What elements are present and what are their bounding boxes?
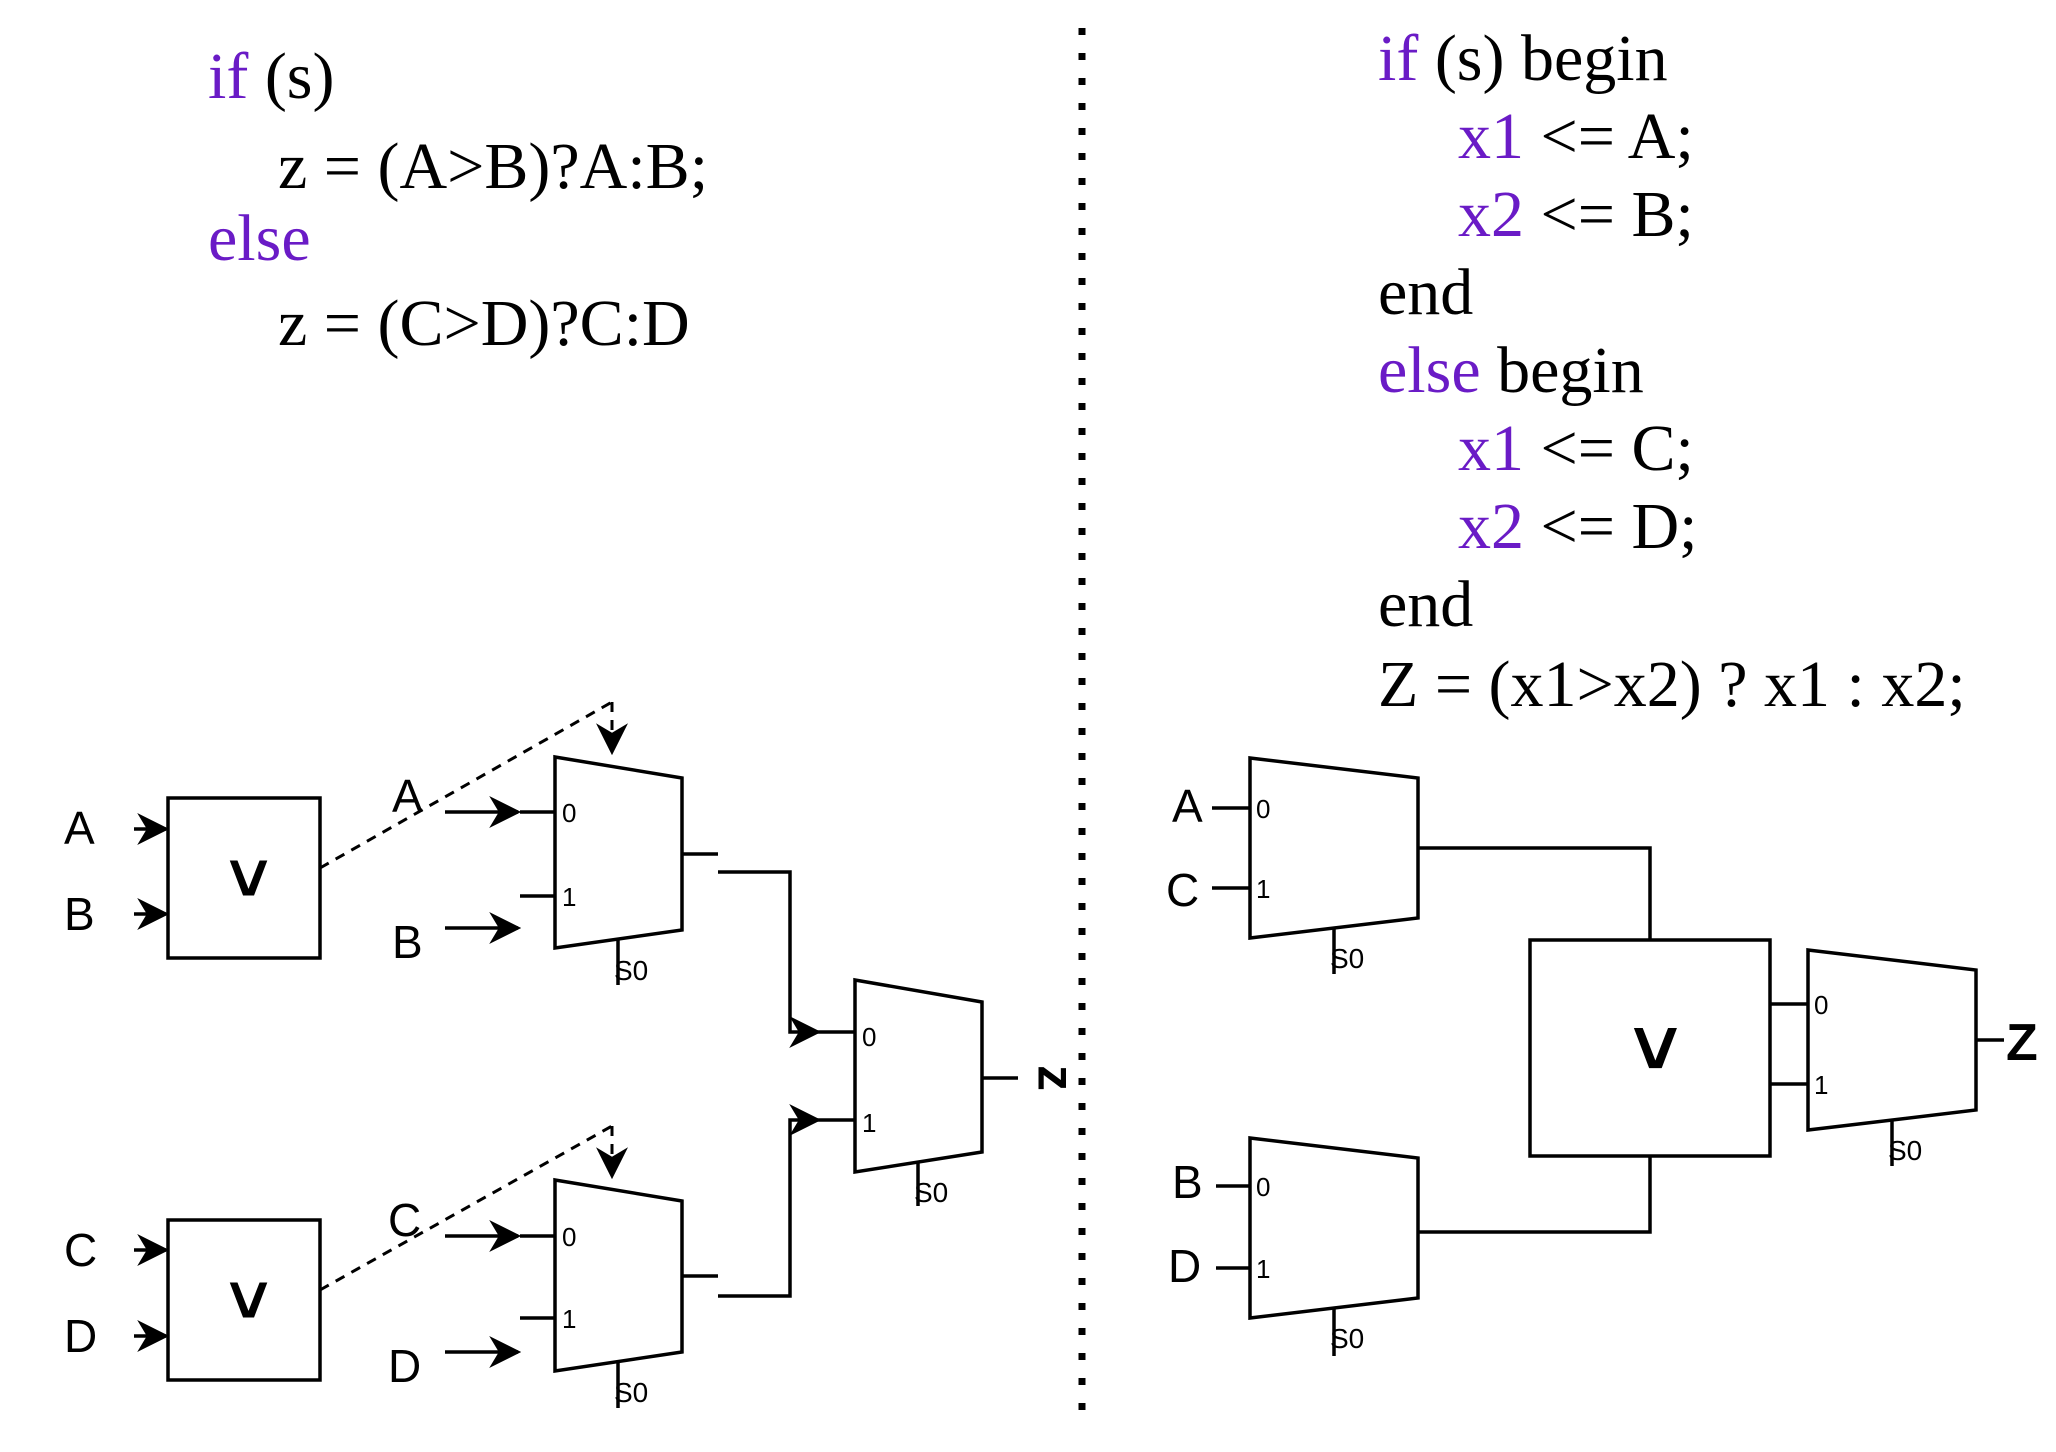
right-code-line-2: x1 <= A; <box>1458 100 1694 173</box>
mux-bottom-pin1: 1 <box>562 1304 576 1334</box>
mux-top-pin0: 0 <box>562 798 576 828</box>
mux-bottom-body <box>553 1177 684 1374</box>
mux-ac-c-label: C <box>1166 864 1199 916</box>
mux-bd: B D 0 1 S0 <box>1168 1136 1420 1356</box>
mux-final-right-pin0: 0 <box>1814 990 1828 1020</box>
left-code-line-2: z = (A>B)?A:B; <box>278 130 708 203</box>
mux-bd-body <box>1248 1136 1420 1320</box>
mux-bottom: C D 0 1 S0 <box>388 1126 684 1408</box>
right-diagram: A C 0 1 S0 B D 0 1 S0 > <box>1166 756 2038 1356</box>
input-d-label: D <box>64 1310 97 1362</box>
mux-ac: A C 0 1 S0 <box>1166 756 1420 974</box>
input-c-label: C <box>64 1224 97 1276</box>
comparator-x1-x2-symbol: > <box>1612 1025 1701 1072</box>
mux-ac-pin0: 0 <box>1256 794 1270 824</box>
comparator-x1-x2-block <box>1528 938 1772 1158</box>
right-code-line-6: x1 <= C; <box>1458 412 1694 485</box>
right-code-line-3: x2 <= B; <box>1458 178 1694 251</box>
mux-final-left-body <box>853 977 984 1175</box>
mux-top-a-label: A <box>392 770 423 822</box>
output-Z-label: Z <box>2006 1014 2038 1072</box>
left-code: if (s) z = (A>B)?A:B; else z = (C>D)?C:D <box>208 40 708 360</box>
select-dashed-line-bottom <box>319 1124 613 1292</box>
comparator-cd-block <box>166 1218 322 1382</box>
wire-top-mux-to-final <box>718 870 822 1048</box>
output-z-label: z <box>1026 1065 1084 1091</box>
mux-final-left-pin1: 1 <box>862 1108 876 1138</box>
right-code-line-1: if (s) begin <box>1378 22 1668 95</box>
mux-bd-select-label: S0 <box>1330 1323 1364 1354</box>
mux-top-pin1: 1 <box>562 882 576 912</box>
comparator-ab-block <box>166 796 322 960</box>
mux-bd-d-label: D <box>1168 1240 1201 1292</box>
mux-bottom-c-label: C <box>388 1194 421 1246</box>
wire-bottom-mux-to-final <box>718 1104 822 1298</box>
right-code: if (s) begin x1 <= A; x2 <= B; end else … <box>1378 22 1966 721</box>
mux-ac-a-label: A <box>1172 780 1203 832</box>
mux-top-body <box>553 754 684 951</box>
input-b-label: B <box>64 888 95 940</box>
else-keyword: else <box>208 202 311 275</box>
right-code-line-8: end <box>1378 568 1473 641</box>
right-code-line-9: Z = (x1>x2) ? x1 : x2; <box>1378 648 1966 721</box>
mux-final-left-select-label: S0 <box>914 1177 948 1208</box>
comparator-ab: > A B <box>64 700 613 960</box>
mux-bd-pin1: 1 <box>1256 1254 1270 1284</box>
mux-final-right-body <box>1806 948 1978 1132</box>
mux-top: A B 0 1 S0 <box>392 702 684 986</box>
mux-bottom-d-label: D <box>388 1340 421 1392</box>
comparator-cd-symbol: > <box>211 1280 289 1321</box>
mux-ac-pin1: 1 <box>1256 874 1270 904</box>
left-code-line-1: if (s) <box>208 40 334 113</box>
wire-x2-to-comparator <box>1418 1156 1652 1234</box>
mux-bottom-pin0: 0 <box>562 1222 576 1252</box>
mux-bd-b-label: B <box>1172 1156 1203 1208</box>
comparator-cd: > C D <box>64 1124 613 1382</box>
comparator-x1-x2: > <box>1528 938 1772 1158</box>
right-code-line-5: else begin <box>1378 334 1644 407</box>
mux-final-right-select-label: S0 <box>1888 1135 1922 1166</box>
left-diagram: > A B A B 0 1 S0 > C D <box>64 700 1084 1408</box>
mux-final-left-pin0: 0 <box>862 1022 876 1052</box>
left-code-line-4: z = (C>D)?C:D <box>278 287 690 360</box>
mux-final-right: 0 1 S0 Z <box>1806 948 2038 1166</box>
mux-final-left: 0 1 S0 z <box>818 977 1084 1208</box>
select-dashed-line-top <box>319 700 613 870</box>
mux-ac-select-label: S0 <box>1330 943 1364 974</box>
comparator-ab-symbol: > <box>211 858 289 899</box>
mux-ac-body <box>1248 756 1420 940</box>
if-keyword: if <box>208 40 248 113</box>
mux-bd-pin0: 0 <box>1256 1172 1270 1202</box>
right-code-line-4: end <box>1378 256 1473 329</box>
mux-final-right-pin1: 1 <box>1814 1070 1828 1100</box>
mux-top-b-label: B <box>392 916 423 968</box>
input-a-label: A <box>64 802 95 854</box>
right-code-line-7: x2 <= D; <box>1458 490 1697 563</box>
wire-x1-to-comparator <box>1418 846 1652 940</box>
mux-top-select-label: S0 <box>614 955 648 986</box>
mux-bottom-select-label: S0 <box>614 1377 648 1408</box>
